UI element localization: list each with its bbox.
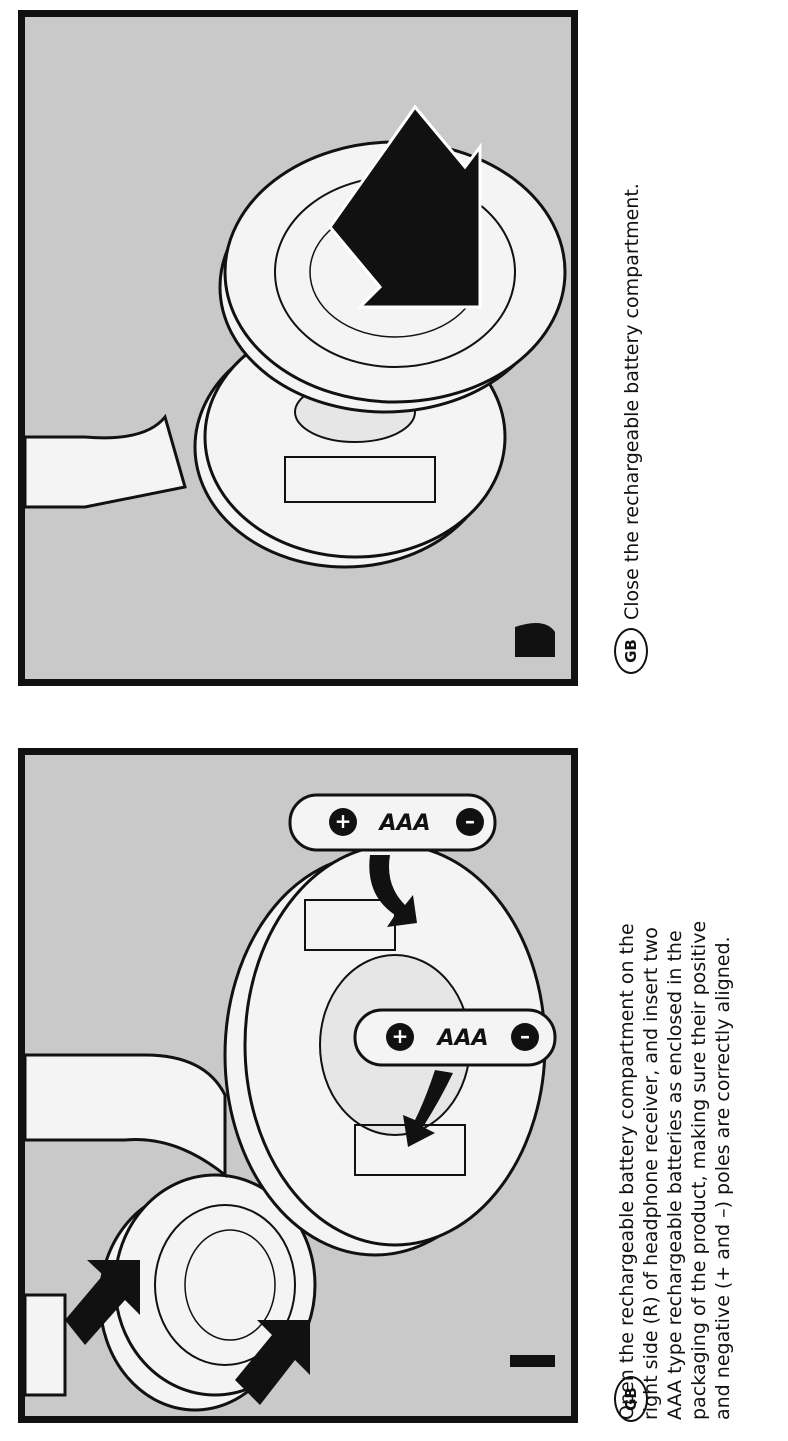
- arrow-icon: [369, 855, 417, 927]
- minus-pole-icon: [456, 808, 484, 836]
- battery-label: AAA: [377, 811, 430, 836]
- caption-line: right side (R) of headphone receiver, an…: [640, 927, 662, 1420]
- headband-left: [25, 1293, 67, 1397]
- battery-label: AAA: [435, 1026, 488, 1051]
- step-1-illustration: + – AAA + – AAA: [18, 748, 578, 1423]
- caption-line: Close the rechargeable battery compartme…: [621, 183, 643, 620]
- step-2-illustration: [18, 10, 578, 686]
- caption-line: AAA type rechargeable batteries as enclo…: [664, 930, 686, 1420]
- step-2-drawing: [25, 104, 567, 657]
- country-badge-label: GB: [622, 639, 640, 663]
- arrow-icon: [403, 1070, 453, 1147]
- step-2-caption: Close the rechargeable battery compartme…: [620, 60, 644, 620]
- caption-line: packaging of the product, making sure th…: [688, 920, 710, 1420]
- arrow-icon: [328, 104, 482, 309]
- plus-pole-icon: [386, 1023, 414, 1051]
- arrow-icon: [65, 1260, 140, 1345]
- caption-line: and negative (+ and –) poles are correct…: [712, 936, 734, 1420]
- svg-text:–: –: [520, 1024, 530, 1048]
- plus-pole-icon: [329, 808, 357, 836]
- country-badge: GB: [614, 628, 648, 674]
- minus-pole-icon: [511, 1023, 539, 1051]
- svg-text:+: +: [335, 809, 352, 833]
- headband: [25, 1053, 227, 1179]
- svg-text:+: +: [392, 1024, 409, 1048]
- step-number: [515, 623, 555, 657]
- removed-cover: [98, 1173, 317, 1412]
- battery-icon: + – AAA: [288, 793, 497, 852]
- svg-text:–: –: [465, 809, 475, 833]
- battery-icon: + – AAA: [353, 1008, 557, 1067]
- step-number: [510, 1355, 555, 1367]
- step-1-caption: Open the rechargeable battery compartmen…: [615, 750, 735, 1420]
- step-1-drawing: + – AAA + – AAA: [25, 793, 557, 1412]
- caption-line: Open the rechargeable battery compartmen…: [616, 923, 638, 1420]
- arrow-icon: [235, 1320, 310, 1405]
- headband: [25, 413, 187, 509]
- country-badge: GB: [614, 1376, 648, 1422]
